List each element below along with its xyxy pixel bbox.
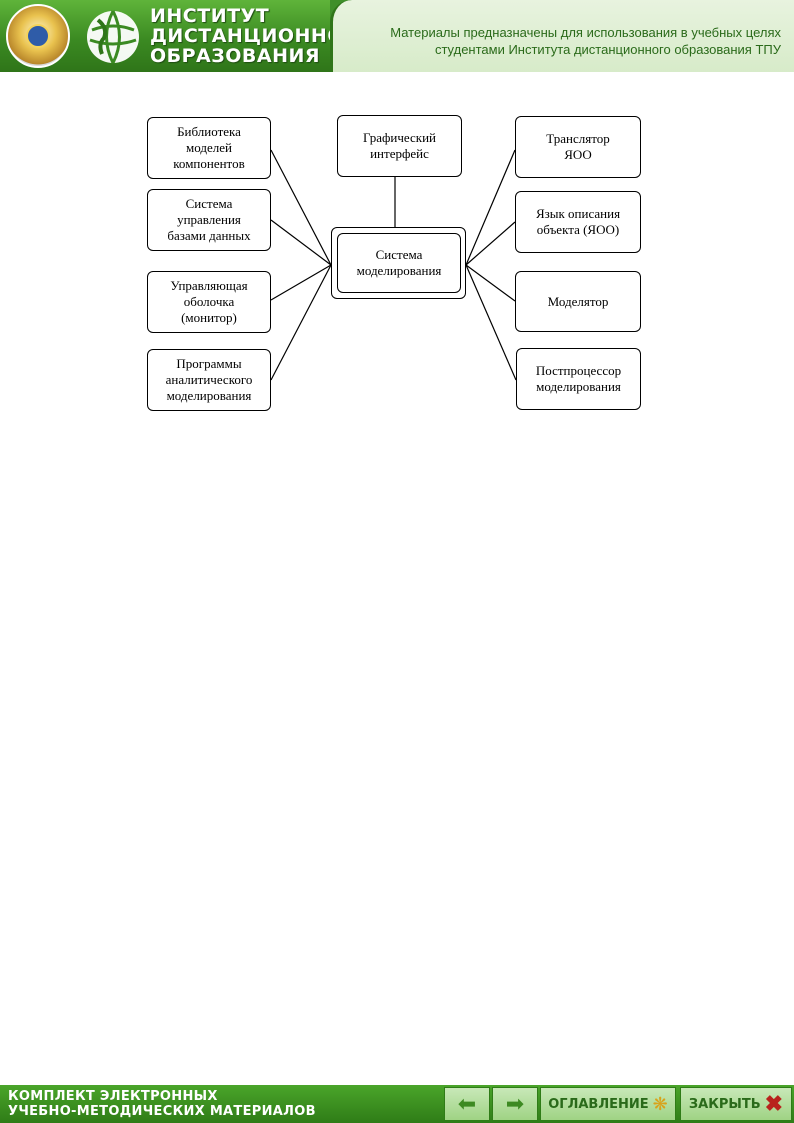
box-object-language: Язык описания объекта (ЯОО) <box>515 191 641 253</box>
box-dbms: Система управления базами данных <box>147 189 271 251</box>
footer-title-line-2: УЧЕБНО-МЕТОДИЧЕСКИХ МАТЕРИАЛОВ <box>8 1104 316 1119</box>
box-postprocessor-label: Постпроцессор моделирования <box>535 363 622 394</box>
box-object-language-label: Язык описания объекта (ЯОО) <box>535 206 621 237</box>
close-button-label: ЗАКРЫТЬ <box>688 1096 761 1112</box>
box-translator: Транслятор ЯОО <box>515 116 641 178</box>
globe-logo-icon <box>87 10 139 64</box>
close-button[interactable]: ЗАКРЫТЬ ✖ <box>680 1087 792 1121</box>
box-dbms-label: Система управления базами данных <box>167 196 251 243</box>
box-graphic-interface-label: Графический интерфейс <box>363 130 436 161</box>
prev-page-button[interactable]: ⬅ <box>444 1087 490 1121</box>
notice-line-1: Материалы предназначены для использовани… <box>390 25 781 40</box>
box-component-library-label: Библиотека моделей компонентов <box>173 124 245 171</box>
box-translator-label: Транслятор ЯОО <box>546 131 610 162</box>
star-icon: ❋ <box>652 1094 668 1114</box>
box-postprocessor: Постпроцессор моделирования <box>516 348 641 410</box>
footer-title: КОМПЛЕКТ ЭЛЕКТРОННЫХ УЧЕБНО-МЕТОДИЧЕСКИХ… <box>8 1089 438 1119</box>
box-graphic-interface: Графический интерфейс <box>337 115 462 177</box>
next-page-button[interactable]: ➡ <box>492 1087 538 1121</box>
header-brand: ИНСТИТУТ ДИСТАНЦИОННОГО ОБРАЗОВАНИЯ <box>0 0 374 72</box>
contents-button-label: ОГЛАВЛЕНИЕ <box>548 1096 649 1112</box>
university-crest-icon <box>6 4 70 68</box>
close-icon: ✖ <box>764 1091 784 1116</box>
footer-title-line-1: КОМПЛЕКТ ЭЛЕКТРОННЫХ <box>8 1089 218 1104</box>
header-bar: ИНСТИТУТ ДИСТАНЦИОННОГО ОБРАЗОВАНИЯ Мате… <box>0 0 794 72</box>
arrow-left-icon: ⬅ <box>457 1091 477 1116</box>
box-control-shell-label: Управляющая оболочка (монитор) <box>170 278 248 325</box>
box-analytic-programs-label: Программы аналитического моделирования <box>165 356 253 403</box>
box-modeler-label: Моделятор <box>547 293 609 309</box>
box-modeler: Моделятор <box>515 271 641 332</box>
notice-line-2: студентами Института дистанционного обра… <box>434 42 781 57</box>
header-notice: Материалы предназначены для использовани… <box>341 24 781 58</box>
header-notice-panel: Материалы предназначены для использовани… <box>330 0 794 72</box>
box-analytic-programs: Программы аналитического моделирования <box>147 349 271 411</box>
center-box-label: Система моделирования <box>356 247 442 278</box>
center-box: Система моделирования <box>337 233 461 293</box>
crest-center <box>26 24 50 48</box>
box-control-shell: Управляющая оболочка (монитор) <box>147 271 271 333</box>
contents-button[interactable]: ОГЛАВЛЕНИЕ ❋ <box>540 1087 676 1121</box>
institute-title: ИНСТИТУТ ДИСТАНЦИОННОГО ОБРАЗОВАНИЯ <box>150 5 374 67</box>
box-component-library: Библиотека моделей компонентов <box>147 117 271 179</box>
arrow-right-icon: ➡ <box>505 1091 525 1116</box>
